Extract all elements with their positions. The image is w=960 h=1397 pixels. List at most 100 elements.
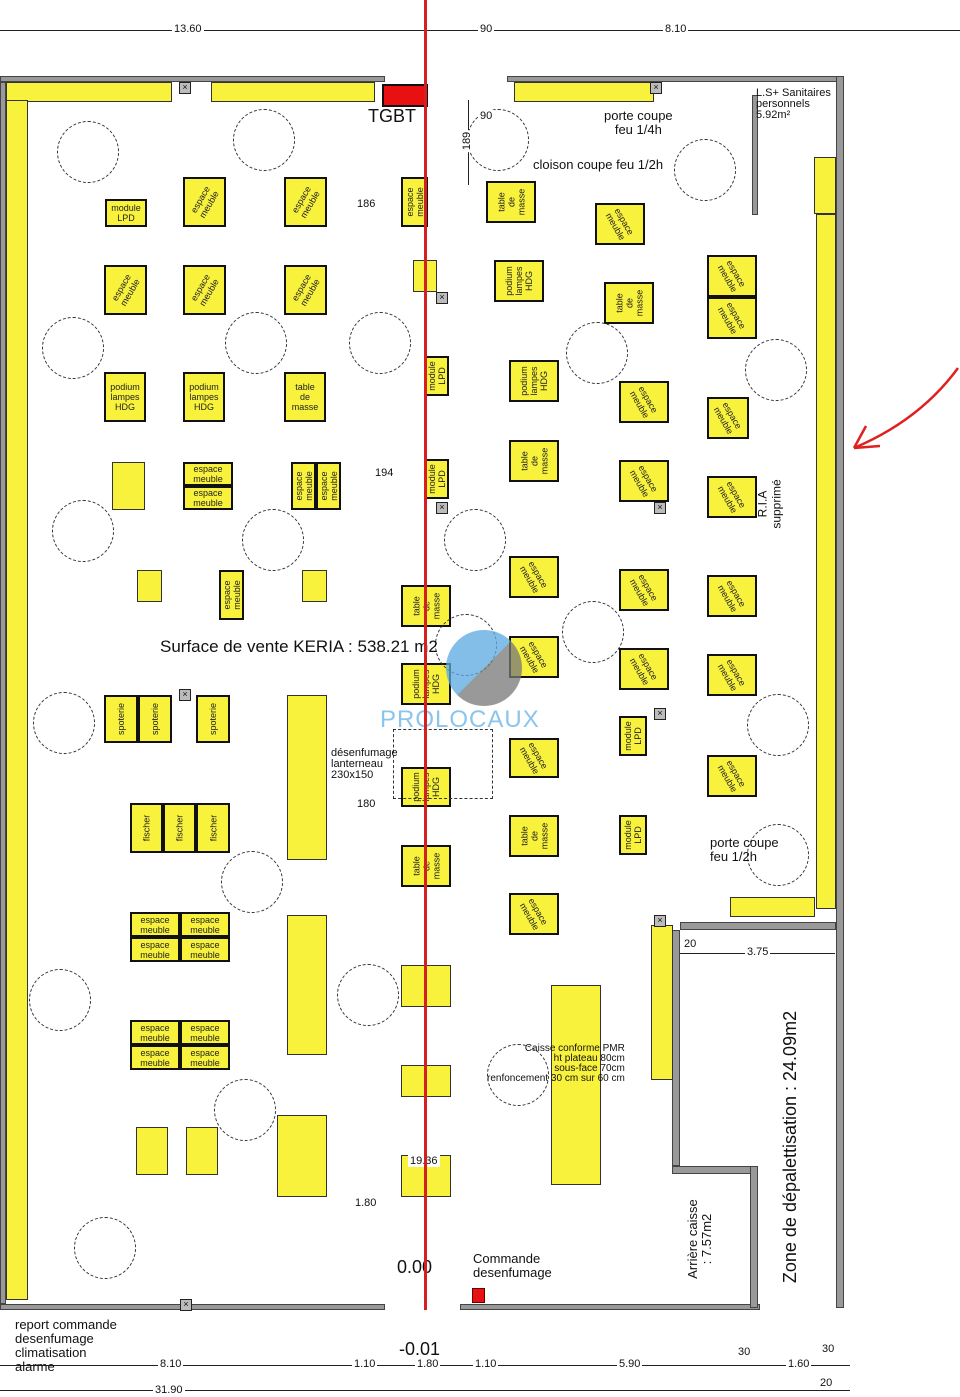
wall-shelving xyxy=(6,82,172,102)
fixture-table: table de masse xyxy=(509,440,559,482)
fixture-label: module LPD xyxy=(111,203,141,223)
clearance-circle xyxy=(747,824,809,886)
equipment-marker-icon: × xyxy=(654,915,666,927)
fixture-table: table de masse xyxy=(486,181,536,223)
commande-desenfumage-box xyxy=(472,1288,485,1303)
clearance-circle xyxy=(57,121,119,183)
wall-shelving xyxy=(6,100,28,1300)
fixture-label: spoterie xyxy=(116,702,126,736)
fixture-espace: espace meuble xyxy=(130,1045,180,1070)
fixture-module: module LPD xyxy=(619,716,647,756)
wall xyxy=(750,1166,758,1308)
arriere-caisse-label: Arrière caisse : 7.57m2 xyxy=(685,1199,714,1279)
fixture-espace: espace meuble xyxy=(619,648,669,690)
fixture-label: espace meuble xyxy=(517,639,550,675)
fixture-table: table de masse xyxy=(509,815,559,857)
fixture xyxy=(302,570,327,602)
clearance-circle xyxy=(42,317,104,379)
fixture-label: espace meuble xyxy=(190,1022,220,1043)
surface-label: Surface de vente KERIA : 538.21 m2 xyxy=(160,637,438,656)
fixture-label: espace meuble xyxy=(109,272,142,308)
fixture-espace: espace meuble xyxy=(707,476,757,518)
fixture-espace: espace meuble xyxy=(180,912,230,937)
fixture-podium: podium lampes HDG xyxy=(104,372,146,422)
fixture-espace: espace meuble xyxy=(509,738,559,778)
desenfumage-label: désenfumage lanterneau 230x150 xyxy=(331,747,398,781)
fixture-espace: espace meuble xyxy=(291,462,316,510)
fixture-table: table de masse xyxy=(284,372,326,422)
dimension-top_1360: 13.60 xyxy=(172,23,204,35)
dimension-d_1936: 19.36 xyxy=(408,1155,440,1167)
level-minus: -0.01 xyxy=(399,1339,441,1359)
commande-label: Commande desenfumage xyxy=(473,1251,552,1280)
wall xyxy=(836,76,844,1308)
fixture-label: table de masse xyxy=(291,382,319,412)
fixture-label: podium lampes HDG xyxy=(189,382,219,412)
fixture-label: espace meuble xyxy=(715,758,748,794)
clearance-circle xyxy=(745,339,807,401)
fixture-fischer: fischer xyxy=(163,803,196,853)
dimension-b_110a: 1.10 xyxy=(352,1358,378,1370)
fixture-espace: espace meuble xyxy=(509,893,559,935)
wall xyxy=(0,1304,385,1310)
fixture-label: espace meuble xyxy=(715,578,748,614)
clearance-circle xyxy=(74,1217,136,1279)
fixture-label: espace meuble xyxy=(715,657,748,693)
fixture xyxy=(287,915,327,1055)
wall xyxy=(672,1166,756,1174)
wall xyxy=(460,1304,760,1310)
fixture-label: fischer xyxy=(174,814,185,842)
fixture-label: spoterie xyxy=(150,702,160,736)
fixture-label: espace meuble xyxy=(627,651,660,687)
fixture-espace: espace meuble xyxy=(316,462,341,510)
equipment-marker-icon: × xyxy=(180,1299,192,1311)
fixture-label: espace meuble xyxy=(289,184,322,220)
fixture-espace: espace meuble xyxy=(130,1020,180,1045)
dimension-d_189: 189 xyxy=(461,129,474,153)
wall xyxy=(752,95,758,215)
fixture-label: espace meuble xyxy=(715,258,748,294)
tgbt-label: TGBT xyxy=(368,106,416,126)
dimension-b_810: 8.10 xyxy=(158,1358,184,1370)
fixture xyxy=(287,695,327,860)
fixture-espace: espace meuble xyxy=(595,203,645,245)
wall-shelving xyxy=(211,82,375,102)
cloison-label: cloison coupe feu 1/2h xyxy=(533,157,664,172)
fixture xyxy=(137,570,162,602)
report-label: report commande desenfumage climatisatio… xyxy=(15,1317,117,1374)
dimension-d_90: 90 xyxy=(478,110,495,122)
fixture-label: table de masse xyxy=(518,822,549,850)
fixture-podium: podium lampes HDG xyxy=(494,260,544,302)
fixture-espace: espace meuble xyxy=(509,556,559,598)
fixture xyxy=(186,1127,218,1175)
fixture-label: espace meuble xyxy=(221,580,242,610)
fixture-podium: podium lampes HDG xyxy=(183,372,225,422)
equipment-marker-icon: × xyxy=(436,292,448,304)
dimension-top_90: 90 xyxy=(478,23,495,35)
wall-shelving xyxy=(551,985,601,1185)
watermark-text: PROLOCAUX xyxy=(380,706,540,733)
fixture-label: espace meuble xyxy=(188,184,221,220)
fixture-espace: espace meuble xyxy=(183,486,233,510)
fixture-espace: espace meuble xyxy=(130,937,180,962)
fixture-espace: espace meuble xyxy=(284,265,327,315)
fixture-podium: podium lampes HDG xyxy=(509,360,559,402)
dimension-d_194: 194 xyxy=(373,467,396,479)
equipment-marker-icon: × xyxy=(654,708,666,720)
clearance-circle xyxy=(214,1079,276,1141)
zone-depalettisation-label: Zone de dépalettisation : 24.09m2 xyxy=(780,1010,800,1284)
level-0: 0.00 xyxy=(397,1257,433,1277)
wall-shelving xyxy=(514,82,654,102)
fixture-label: espace meuble xyxy=(140,1047,170,1068)
wall xyxy=(680,922,836,930)
sanitaires-label: L.S+ Sanitaires personnels 5.92m² xyxy=(756,87,831,121)
dimension-b_3190: 31.90 xyxy=(153,1384,185,1396)
fixture-espace: espace meuble xyxy=(180,1020,230,1045)
fixture-espace: espace meuble xyxy=(401,177,428,227)
clearance-circle xyxy=(221,851,283,913)
fixture-label: table de masse xyxy=(518,447,549,475)
fixture-spoterie: spoterie xyxy=(104,695,138,743)
fixture-label: espace meuble xyxy=(715,300,748,336)
clearance-circle xyxy=(467,109,529,171)
fixture-label: espace meuble xyxy=(627,572,660,608)
